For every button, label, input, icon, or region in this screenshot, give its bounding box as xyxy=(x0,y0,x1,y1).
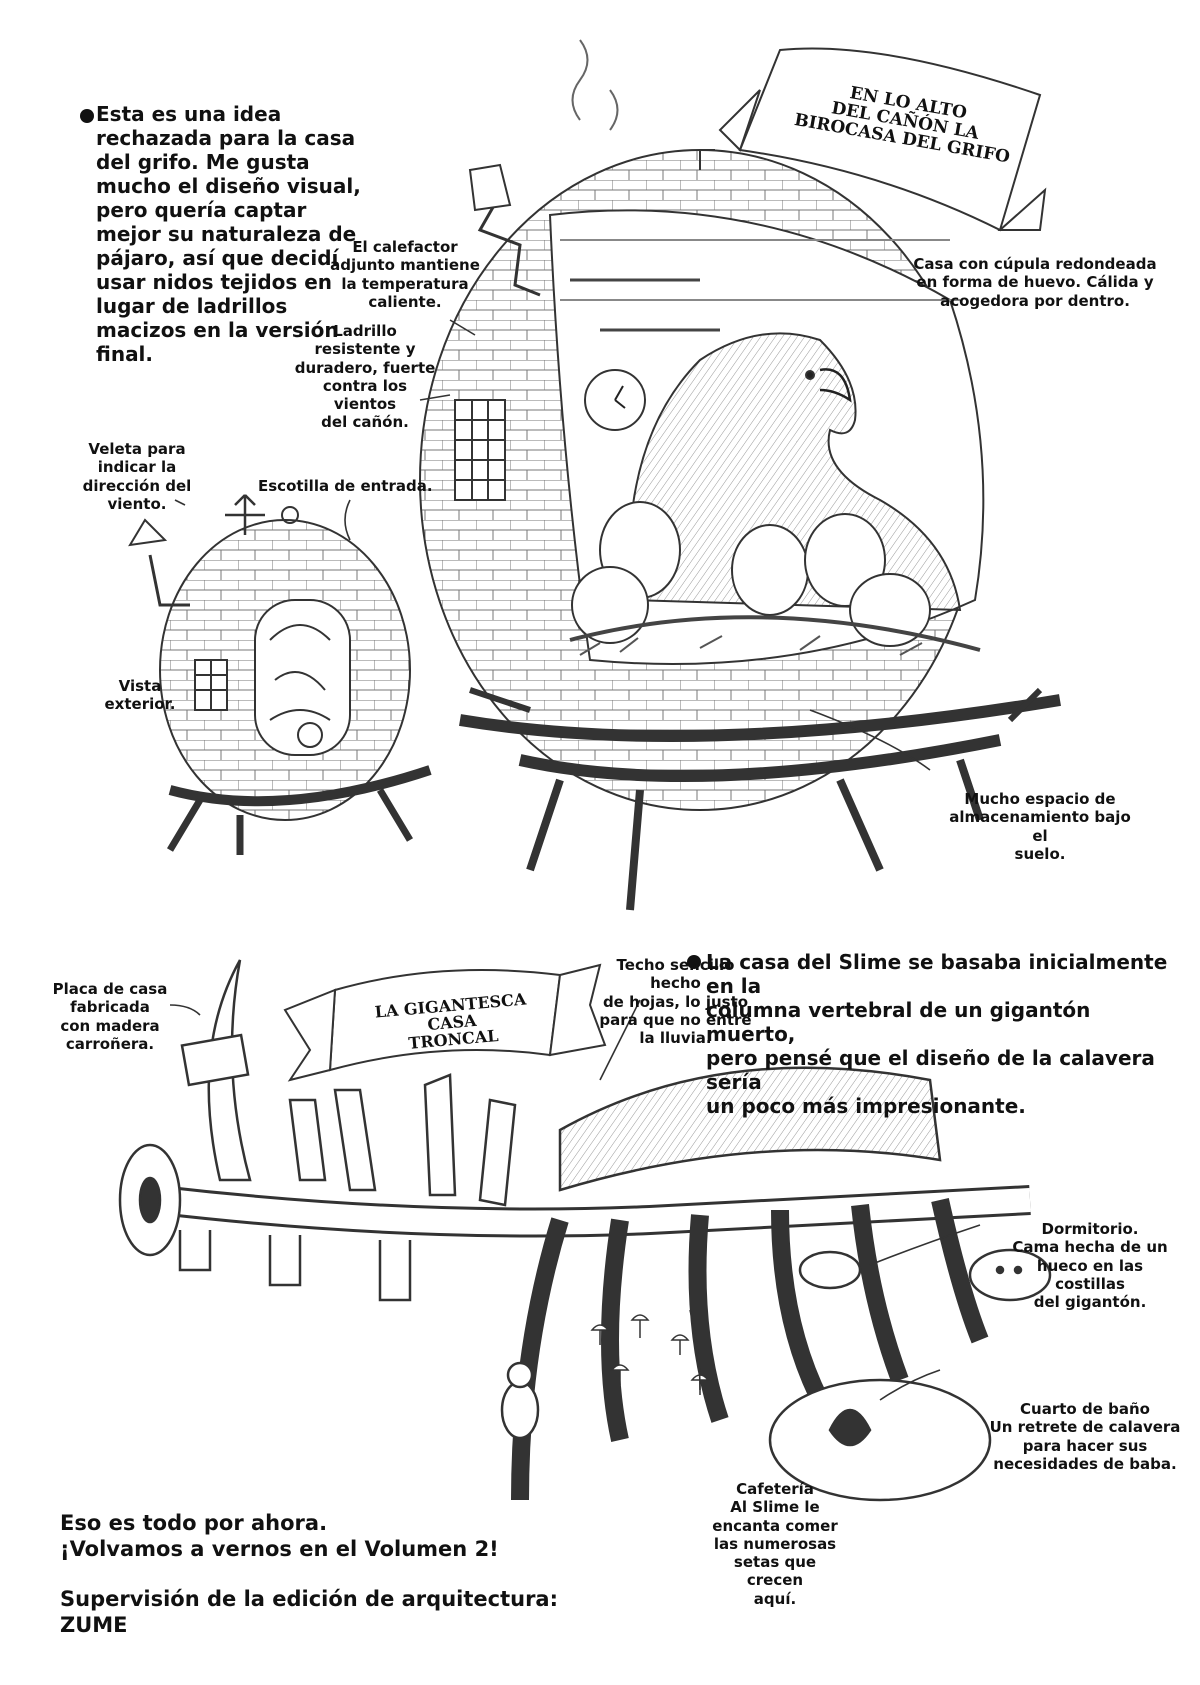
exterior-note: Vista exterior. xyxy=(104,677,176,714)
storage-note: Mucho espacio de almacenamiento bajo el … xyxy=(949,790,1131,863)
griffin-intro-note: Esta es una idea rechazada para la casa … xyxy=(96,102,361,366)
brick-note: Ladrillo resistente y duradero, fuerte c… xyxy=(294,322,436,432)
bathroom-note: Cuarto de baño Un retrete de calavera pa… xyxy=(989,1400,1181,1473)
griffin-egg-house xyxy=(419,39,1061,911)
vane-note: Veleta para indicar la dirección del vie… xyxy=(82,440,192,513)
roof-note: Techo sencillo hecho de hojas, lo justo … xyxy=(599,956,752,1048)
egg-house-exterior xyxy=(128,494,432,855)
closing-note: Eso es todo por ahora. ¡Volvamos a verno… xyxy=(60,1511,499,1562)
bedroom-note: Dormitorio. Cama hecha de un hueco en la… xyxy=(1012,1220,1168,1312)
griffin-banner-scroll xyxy=(718,47,1047,232)
cafeteria-note: Cafetería Al Slime le encanta comer las … xyxy=(712,1480,838,1608)
trunk-banner-scroll xyxy=(283,963,607,1082)
slime-intro-note: La casa del Slime se basaba inicialmente… xyxy=(706,950,1168,1118)
credit-note: Supervisión de la edición de arquitectur… xyxy=(60,1587,558,1638)
hatch-note: Escotilla de entrada. xyxy=(258,477,433,495)
plaque-note: Placa de casa fabricada con madera carro… xyxy=(52,980,168,1053)
bullet-dot xyxy=(80,109,94,123)
dome-note: Casa con cúpula redondeada en forma de h… xyxy=(913,255,1157,310)
heater-note: El calefactor adjunto mantiene la temper… xyxy=(330,238,480,311)
skeleton-house xyxy=(118,959,1052,1502)
leader-arrows xyxy=(169,319,981,1401)
bullet-dot xyxy=(687,955,701,969)
